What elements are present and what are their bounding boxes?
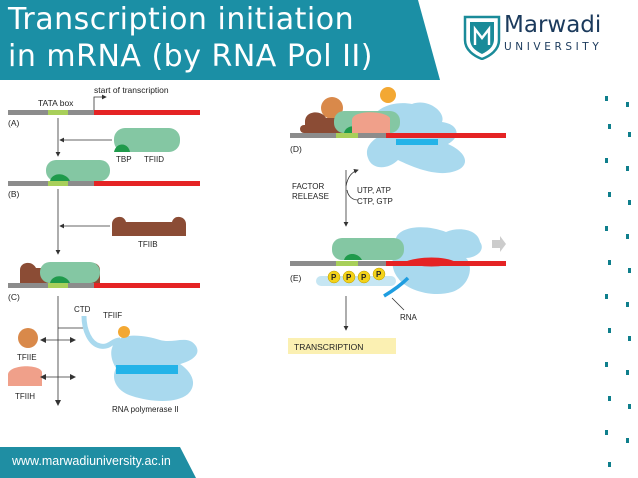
arrow-icon — [40, 337, 46, 343]
footer-url[interactable]: www.marwadiuniversity.ac.in — [12, 454, 171, 468]
tbp-bound-b — [50, 174, 70, 181]
rna-label: RNA — [400, 313, 418, 322]
factor-release-curve — [345, 168, 359, 187]
tata-box-label: TATA box — [38, 98, 74, 108]
dna-strand-d — [290, 133, 506, 138]
step-a-label: (A) — [8, 118, 20, 128]
tbp-bound-c — [50, 276, 70, 283]
slide-title-line1: Transcription initiation — [8, 2, 355, 37]
university-logo — [463, 15, 501, 60]
title-banner-shape — [0, 0, 440, 80]
ctd-label: CTD — [74, 305, 91, 314]
phosphate-label-4: P — [376, 270, 382, 279]
rna-polymerase-core — [116, 365, 178, 374]
tfiie-label: TFIIE — [17, 353, 37, 362]
step-b-label: (B) — [8, 189, 20, 199]
start-of-transcription-label: start of transcription — [94, 85, 169, 95]
arrow-icon — [70, 374, 76, 380]
tfiif-factor — [118, 326, 130, 338]
arrow-icon — [40, 374, 46, 380]
logo-subtitle: UNIVERSITY — [504, 41, 603, 53]
slide-title-line2: in mRNA (by RNA Pol II) — [8, 39, 373, 74]
tfiih-factor — [8, 366, 42, 386]
tfiib-factor — [112, 216, 186, 236]
dna-strand-e — [290, 261, 506, 266]
transcription-box — [288, 338, 396, 354]
dna-strand-c — [8, 283, 200, 288]
arrow-icon — [70, 337, 76, 343]
phosphate-groups — [327, 267, 386, 284]
ntp-label-1: UTP, ATP — [357, 186, 391, 195]
dna-strand-a — [8, 110, 200, 115]
factor-release-label-1: FACTOR — [292, 182, 325, 191]
phosphate-label-2: P — [346, 273, 352, 282]
arrow-icon — [55, 400, 61, 406]
tbp-label: TBP — [116, 155, 132, 164]
start-arrow — [93, 94, 107, 110]
tfiif-label: TFIIF — [103, 311, 122, 320]
transcription-direction-arrow — [492, 236, 506, 252]
polymerase-core-d — [396, 139, 438, 145]
phosphate-label-1: P — [331, 273, 337, 282]
tfiih-label: TFIIH — [15, 392, 35, 401]
pic-complex-d — [300, 87, 466, 174]
rna-polymerase-label: RNA polymerase II — [112, 405, 179, 414]
title-banner — [0, 0, 440, 80]
step-c-label: (C) — [8, 292, 20, 302]
step-e-label: (E) — [290, 273, 302, 283]
tbp-subunit — [114, 144, 130, 152]
footer-banner-shape — [0, 447, 196, 478]
ntp-curve — [346, 189, 359, 201]
dna-strand-b — [8, 181, 200, 186]
tfiid-label: TFIID — [144, 155, 164, 164]
transcription-bubble — [404, 257, 456, 267]
tfiib-label: TFIIB — [138, 240, 158, 249]
step-d-label: (D) — [290, 144, 302, 154]
ctd-tail — [81, 315, 121, 349]
ntp-label-2: CTP, GTP — [357, 197, 393, 206]
tfiie-factor — [18, 328, 38, 348]
rna-transcript — [383, 276, 410, 298]
phosphate-label-3: P — [361, 273, 367, 282]
tfiid-bound-c — [40, 262, 100, 283]
footer-banner — [0, 447, 196, 478]
tfiid-complex — [114, 128, 180, 152]
logo-name: Marwadi — [504, 12, 602, 38]
transcription-label: TRANSCRIPTION — [294, 342, 363, 352]
rna-leader-line — [391, 297, 405, 311]
shield-mark — [473, 25, 491, 45]
decorative-dot-column — [605, 96, 631, 467]
factor-release-label-2: RELEASE — [292, 192, 329, 201]
